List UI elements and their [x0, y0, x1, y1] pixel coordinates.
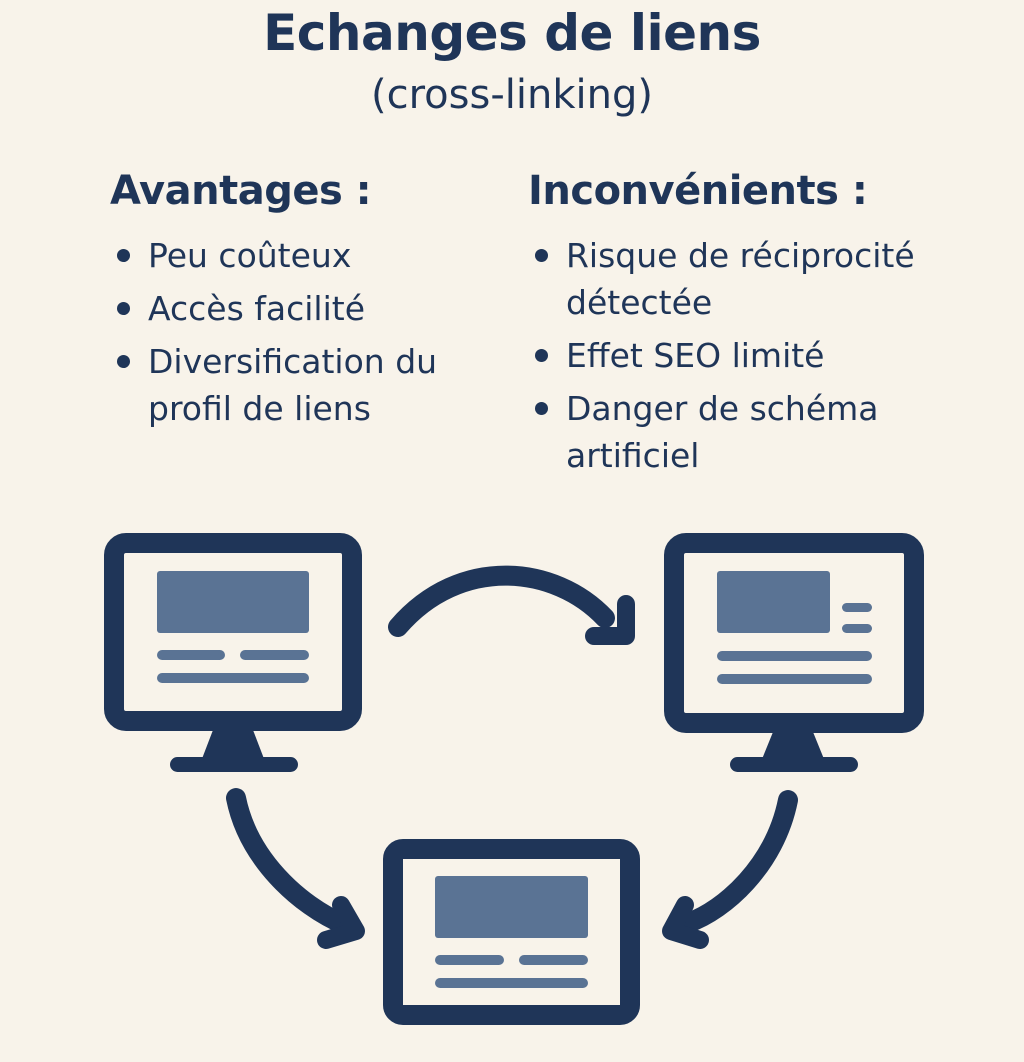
- advantages-list: Peu coûteux Accès facilité Diversificati…: [110, 232, 500, 432]
- diagram-subtitle: (cross-linking): [371, 72, 653, 118]
- arrow-icon: [388, 565, 635, 645]
- monitor-icon: [104, 533, 362, 772]
- arrow-icon: [226, 788, 365, 949]
- monitor-icon: [383, 839, 640, 1025]
- advantage-item: Peu coûteux: [110, 232, 500, 279]
- monitor-icon: [664, 533, 924, 772]
- advantages-heading: Avantages :: [110, 168, 372, 214]
- disadvantage-item: Risque de réciprocité détectée: [528, 232, 998, 326]
- advantages-section: Avantages : Peu coûteux Accès facilité D…: [110, 168, 500, 438]
- disadvantage-item: Effet SEO limité: [528, 332, 998, 379]
- advantage-item: Accès facilité: [110, 285, 500, 332]
- disadvantages-heading: Inconvénients :: [528, 168, 868, 214]
- disadvantage-item: Danger de schéma artificiel: [528, 385, 998, 479]
- disadvantages-section: Inconvénients : Risque de réciprocité dé…: [528, 168, 998, 485]
- disadvantages-list: Risque de réciprocité détectée Effet SEO…: [528, 232, 998, 479]
- advantage-item: Diversification du profil de liens: [110, 338, 500, 432]
- arrow-icon: [662, 790, 798, 949]
- diagram-title: Echanges de liens: [263, 4, 761, 62]
